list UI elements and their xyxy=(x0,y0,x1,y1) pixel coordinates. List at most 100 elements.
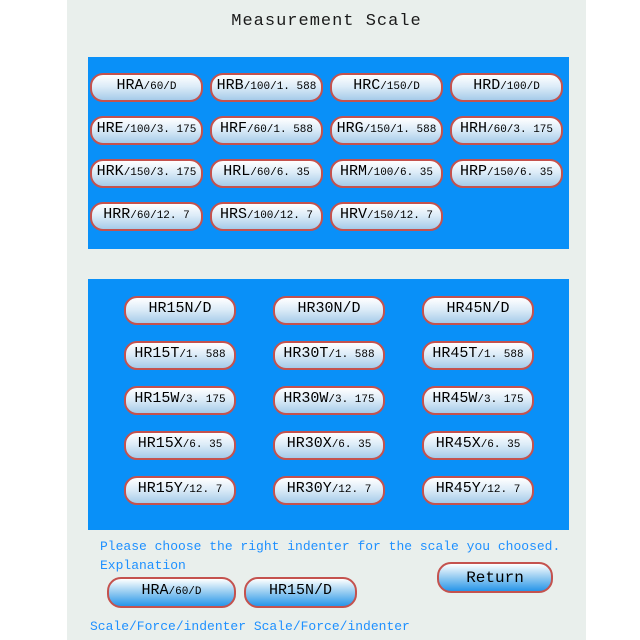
scale-button-suffix: /12. 7 xyxy=(182,484,223,496)
scale-button-hra-60-d[interactable]: HRA/60/D xyxy=(90,73,203,102)
scale-button-hrp-150-6-35[interactable]: HRP/150/6. 35 xyxy=(450,159,563,188)
scale-button-label: HR45W xyxy=(432,390,478,407)
scale-button-hrk-150-3-175[interactable]: HRK/150/3. 175 xyxy=(90,159,203,188)
scale-button-label: HRC xyxy=(353,77,381,94)
scale-button-hr30y-12-7[interactable]: HR30Y/12. 7 xyxy=(273,476,385,505)
scale-button-label: HR45N/D xyxy=(446,300,510,317)
example-button-hr15n-d[interactable]: HR15N/D xyxy=(244,577,357,608)
scale-button-hr30x-6-35[interactable]: HR30X/6. 35 xyxy=(273,431,385,460)
return-button[interactable]: Return xyxy=(437,562,553,593)
example-button-hra-60-d[interactable]: HRA /60/D xyxy=(107,577,236,608)
scale-button-suffix: /150/12. 7 xyxy=(367,210,434,222)
scale-button-suffix: /3. 175 xyxy=(477,394,524,406)
scale-button-label: HR45T xyxy=(432,345,478,362)
scale-button-hr30t-1-588[interactable]: HR30T/1. 588 xyxy=(273,341,385,370)
scale-button-label: HR30T xyxy=(283,345,329,362)
scale-button-suffix: /100/6. 35 xyxy=(367,167,434,179)
scale-button-label: HR15N/D xyxy=(148,300,212,317)
scale-button-label: HR30Y xyxy=(286,480,332,497)
scale-button-label: HRM xyxy=(339,163,367,180)
scale-button-label: HRH xyxy=(459,120,487,137)
scale-button-hrb-100-1-588[interactable]: HRB/100/1. 588 xyxy=(210,73,323,102)
instruction-text: Please choose the right indenter for the… xyxy=(100,539,561,554)
scale-button-hr45t-1-588[interactable]: HR45T/1. 588 xyxy=(422,341,534,370)
scale-button-hre-100-3-175[interactable]: HRE/100/3. 175 xyxy=(90,116,203,145)
scale-button-hr15t-1-588[interactable]: HR15T/1. 588 xyxy=(124,341,236,370)
scale-button-hr15w-3-175[interactable]: HR15W/3. 175 xyxy=(124,386,236,415)
scale-button-label: HRR xyxy=(103,206,131,223)
scale-button-suffix: /150/6. 35 xyxy=(487,167,554,179)
scale-button-hr15x-6-35[interactable]: HR15X/6. 35 xyxy=(124,431,236,460)
scale-button-suffix: /60/12. 7 xyxy=(130,210,190,222)
scale-button-hr45w-3-175[interactable]: HR45W/3. 175 xyxy=(422,386,534,415)
scale-button-suffix: /60/6. 35 xyxy=(250,167,310,179)
example-button-label: HRA xyxy=(141,582,169,599)
scale-button-hrd-100-d[interactable]: HRD/100/D xyxy=(450,73,563,102)
scale-button-label: HRP xyxy=(459,163,487,180)
scale-button-hrf-60-1-588[interactable]: HRF/60/1. 588 xyxy=(210,116,323,145)
scale-button-label: HR15T xyxy=(134,345,180,362)
scale-button-hrh-60-3-175[interactable]: HRH/60/3. 175 xyxy=(450,116,563,145)
scale-button-suffix: /100/3. 175 xyxy=(123,124,197,136)
scale-button-suffix: /1. 588 xyxy=(328,349,375,361)
scale-button-suffix: /100/12. 7 xyxy=(247,210,314,222)
scale-button-label: HRF xyxy=(219,120,247,137)
scale-button-suffix: /6. 35 xyxy=(182,439,223,451)
scale-button-suffix: /6. 35 xyxy=(480,439,521,451)
scale-button-hrc-150-d[interactable]: HRC/150/D xyxy=(330,73,443,102)
example-button-label: HR15N/D xyxy=(268,582,332,599)
example-button-suffix: /60/D xyxy=(168,586,202,598)
scale-button-hr15n-d[interactable]: HR15N/D xyxy=(124,296,236,325)
scale-button-label: HRV xyxy=(339,206,367,223)
scale-button-suffix: /1. 588 xyxy=(477,349,524,361)
scale-button-label: HRS xyxy=(219,206,247,223)
scale-button-label: HRD xyxy=(473,77,501,94)
scale-button-suffix: /60/D xyxy=(143,81,177,93)
scale-button-label: HR30W xyxy=(283,390,329,407)
scale-button-suffix: /3. 175 xyxy=(328,394,375,406)
scale-button-label: HR45X xyxy=(435,435,481,452)
scale-button-hrm-100-6-35[interactable]: HRM/100/6. 35 xyxy=(330,159,443,188)
scale-button-label: HRL xyxy=(223,163,251,180)
scale-button-suffix: /100/D xyxy=(500,81,540,93)
scale-button-hrr-60-12-7[interactable]: HRR/60/12. 7 xyxy=(90,202,203,231)
scale-button-suffix: /6. 35 xyxy=(331,439,372,451)
scale-button-suffix: /3. 175 xyxy=(179,394,226,406)
button-row: HR15N/D HR30N/D HR45N/D xyxy=(124,296,569,325)
scale-button-label: HRE xyxy=(96,120,124,137)
scale-button-hr45y-12-7[interactable]: HR45Y/12. 7 xyxy=(422,476,534,505)
scale-button-label: HR30N/D xyxy=(297,300,361,317)
scale-button-hr45x-6-35[interactable]: HR45X/6. 35 xyxy=(422,431,534,460)
scale-button-suffix: /12. 7 xyxy=(331,484,372,496)
scale-button-label: HR15X xyxy=(137,435,183,452)
scale-button-label: HRK xyxy=(96,163,124,180)
scale-button-suffix: /1. 588 xyxy=(179,349,226,361)
scale-button-label: HR45Y xyxy=(435,480,481,497)
scale-button-hr30n-d[interactable]: HR30N/D xyxy=(273,296,385,325)
scale-button-suffix: /150/D xyxy=(380,81,420,93)
scale-button-suffix: /150/3. 175 xyxy=(123,167,197,179)
scale-button-hrg-150-1-588[interactable]: HRG/150/1. 588 xyxy=(330,116,443,145)
scale-button-suffix: /100/1. 588 xyxy=(243,81,317,93)
scale-button-hrv-150-12-7[interactable]: HRV/150/12. 7 xyxy=(330,202,443,231)
scale-button-hr15y-12-7[interactable]: HR15Y/12. 7 xyxy=(124,476,236,505)
page-title: Measurement Scale xyxy=(231,12,422,31)
scale-button-suffix: /150/1. 588 xyxy=(363,124,437,136)
scale-button-hrl-60-6-35[interactable]: HRL/60/6. 35 xyxy=(210,159,323,188)
scale-button-hr30w-3-175[interactable]: HR30W/3. 175 xyxy=(273,386,385,415)
scale-button-suffix: /60/3. 175 xyxy=(487,124,554,136)
scale-button-hr45n-d[interactable]: HR45N/D xyxy=(422,296,534,325)
scale-button-suffix: /12. 7 xyxy=(480,484,521,496)
scale-button-hrs-100-12-7[interactable]: HRS/100/12. 7 xyxy=(210,202,323,231)
scale-button-label: HRG xyxy=(336,120,364,137)
